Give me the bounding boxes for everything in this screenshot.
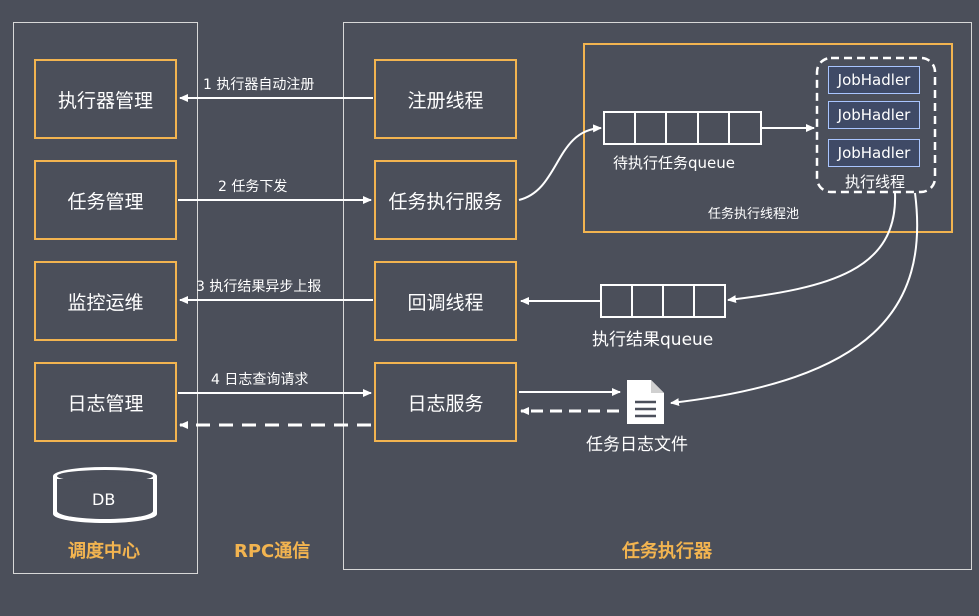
executor-panel: [343, 22, 972, 570]
log-file-label: 任务日志文件: [586, 435, 688, 455]
pending-queue-label: 待执行任务queue: [613, 154, 735, 172]
log-management-box: 日志管理: [34, 362, 177, 442]
executor-management-box: 执行器管理: [34, 59, 177, 139]
thread-to-result-arrow: [727, 192, 897, 304]
job-handler-1: JobHadler: [828, 66, 920, 94]
document-icon: [627, 380, 664, 424]
pending-queue-cells: [603, 111, 762, 145]
service-to-queue-arrow: [518, 124, 602, 201]
task-management-box: 任务管理: [34, 160, 177, 240]
database-icon: [53, 467, 157, 523]
rpc-label-dispatch: 2 任务下发: [218, 179, 288, 195]
result-queue-cells: [600, 284, 726, 318]
db-label: DB: [92, 490, 116, 509]
result-queue-label: 执行结果queue: [592, 330, 714, 350]
thread-to-logfile-arrow: [670, 192, 919, 407]
thread-pool-label: 任务执行线程池: [708, 207, 800, 222]
executor-title: 任务执行器: [622, 541, 712, 562]
rpc-label-log-query: 4 日志查询请求: [211, 372, 309, 388]
monitoring-ops-box: 监控运维: [34, 261, 177, 341]
job-handler-2: JobHadler: [828, 101, 920, 129]
thread-pool-box: [583, 43, 953, 233]
register-thread-box: 注册线程: [374, 59, 517, 139]
task-execution-service-box: 任务执行服务: [374, 160, 517, 240]
executor-thread-dashed-box: [815, 56, 937, 194]
rpc-label-report: 3 执行结果异步上报: [196, 279, 322, 295]
rpc-label-register: 1 执行器自动注册: [203, 77, 315, 93]
job-handler-3: JobHadler: [828, 139, 920, 167]
callback-thread-box: 回调线程: [374, 261, 517, 341]
log-service-box: 日志服务: [374, 362, 517, 442]
scheduler-panel: [13, 22, 198, 574]
rpc-title: RPC通信: [234, 541, 311, 562]
executor-thread-label: 执行线程: [845, 173, 906, 191]
scheduler-title: 调度中心: [68, 541, 140, 562]
